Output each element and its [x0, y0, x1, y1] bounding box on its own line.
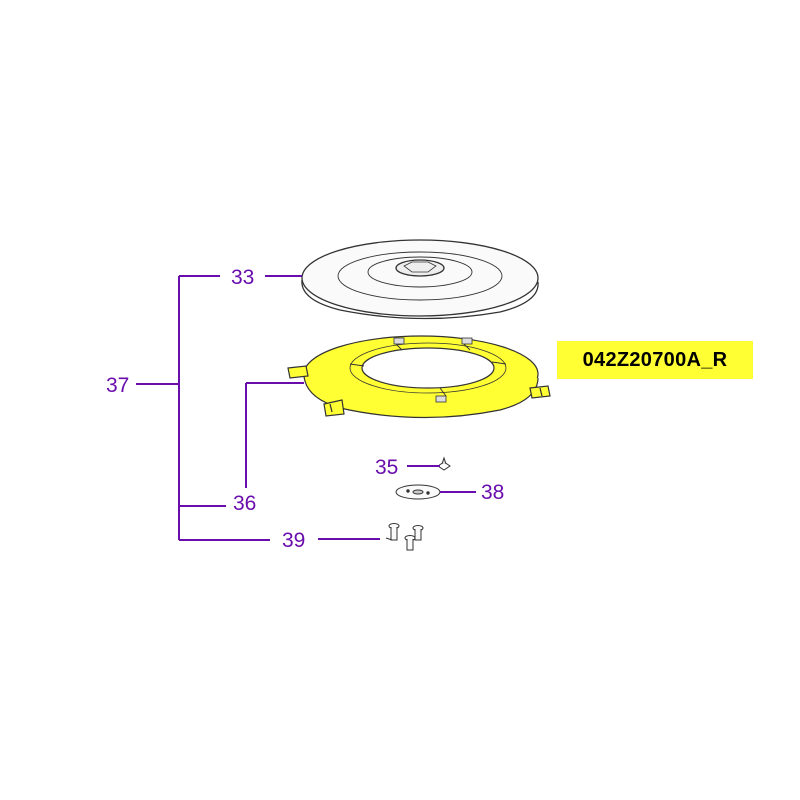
callout-35: 35 [375, 456, 398, 479]
part-code-label: 042Z20700A_R [557, 341, 753, 379]
leader-lines [136, 275, 476, 541]
callout-37: 37 [106, 374, 129, 397]
callout-39: 39 [282, 529, 305, 552]
turntable-plate [301, 239, 539, 320]
callout-33: 33 [231, 266, 254, 289]
callout-36: 36 [233, 492, 256, 515]
roller-ring [287, 335, 551, 419]
screws-part [385, 523, 424, 551]
callout-38: 38 [481, 481, 504, 504]
nut-part [437, 456, 451, 471]
coupler-disk [395, 484, 441, 500]
